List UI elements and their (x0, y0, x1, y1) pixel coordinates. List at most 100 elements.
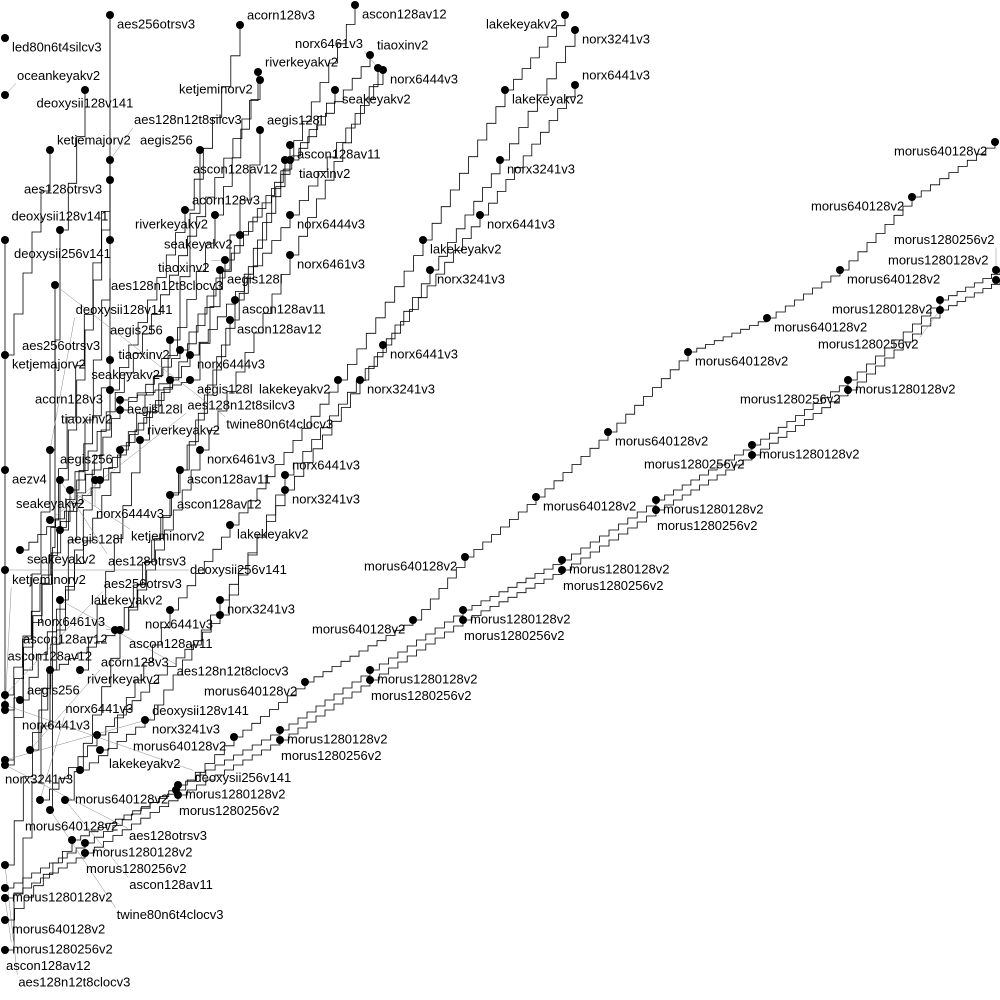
data-label-aegis128l: aegis128l (267, 113, 323, 128)
data-point-ketjemajorv2 (46, 146, 54, 154)
data-label-lakekeyakv2: lakekeyakv2 (237, 527, 309, 542)
data-point-morus640128v2 (763, 314, 771, 322)
data-label-morus1280256v2: morus1280256v2 (740, 392, 840, 407)
data-point-morus1280256v2 (459, 616, 467, 624)
leader-line-deoxysii128v141 (49, 317, 75, 451)
data-point-oceankeyakv2 (1, 91, 9, 99)
data-label-norx6461v3: norx6461v3 (207, 452, 275, 467)
series-line-ketjeminorv2 (5, 80, 261, 711)
series-labels: morus640128v2 morus640128v2 morus640128v2 m… (5, 7, 994, 990)
data-label-deoxysii128v141: deoxysii128v141 (76, 302, 173, 317)
data-point-morus640128v2 (461, 553, 469, 561)
data-label-ascon128av12: ascon128av12 (6, 958, 91, 973)
data-label-aes128n12t8clocv3: aes128n12t8clocv3 (111, 278, 223, 293)
data-label-ascon128av12: ascon128av12 (23, 632, 108, 647)
series-line-seakeyakv2 (20, 90, 336, 551)
data-point-morus640128v2 (230, 733, 238, 741)
data-point-ketjeminorv2 (66, 486, 74, 494)
data-label-morus1280128v2: morus1280128v2 (663, 502, 763, 517)
data-point-norx6441v3 (93, 731, 101, 739)
data-label-morus1280128v2: morus1280128v2 (287, 732, 387, 747)
series-line-norx6444v3 (95, 70, 384, 481)
data-label-norx6444v3: norx6444v3 (390, 72, 458, 87)
data-point-tiaoxinv2 (176, 346, 184, 354)
data-label-morus1280256v2: morus1280256v2 (281, 748, 381, 763)
data-point-morus1280128v2 (459, 606, 467, 614)
data-label-morus1280128v2: morus1280128v2 (855, 382, 955, 397)
data-label-morus640128v2: morus640128v2 (847, 272, 940, 287)
data-point-ascon128av11 (286, 141, 294, 149)
data-point-norx6461v3 (116, 626, 124, 634)
data-label-tiaoxinv2: tiaoxinv2 (299, 166, 350, 181)
data-label-morus640128v2: morus640128v2 (695, 354, 788, 369)
data-point-norx3241v3 (281, 486, 289, 494)
data-label-aes256otrsv3: aes256otrsv3 (104, 576, 182, 591)
data-label-ascon128av11: ascon128av11 (187, 472, 271, 487)
data-label-aes128otrsv3: aes128otrsv3 (24, 182, 102, 197)
series-line-aes256otrsv3 (5, 15, 111, 696)
data-point-deoxysii128v141 (46, 446, 54, 454)
leader-line-aes256otrsv3 (4, 591, 103, 696)
data-label-norx6461v3: norx6461v3 (297, 257, 365, 272)
data-label-norx6441v3: norx6441v3 (292, 458, 360, 473)
data-label-ascon128av12: ascon128av12 (237, 322, 322, 337)
data-label-aezv4: aezv4 (12, 472, 47, 487)
data-label-ascon128av12: ascon128av12 (8, 649, 93, 664)
leader-line-ketjeminorv2 (4, 587, 12, 711)
data-point-lakekeyakv2 (226, 521, 234, 529)
data-label-norx3241v3: norx3241v3 (5, 772, 73, 787)
data-label-ascon128av11: ascon128av11 (129, 877, 213, 892)
data-point-deoxysii256v141 (1, 236, 9, 244)
data-point-norx6444v3 (286, 211, 294, 219)
series-line-lakekeyakv2 (100, 15, 566, 751)
data-label-aegis256: aegis256 (110, 323, 163, 338)
data-label-morus1280128v2: morus1280128v2 (377, 672, 477, 687)
data-label-morus640128v2: morus640128v2 (75, 792, 168, 807)
data-label-ketjemajorv2: ketjemajorv2 (12, 357, 86, 372)
data-label-aes256otrsv3: aes256otrsv3 (117, 17, 195, 32)
data-label-norx6444v3: norx6444v3 (197, 357, 265, 372)
data-point-ascon128av12 (1, 946, 9, 954)
data-point-morus1280128v2 (366, 666, 374, 674)
data-label-led80n6t4silcv3: led80n6t4silcv3 (12, 40, 102, 55)
data-label-seakeyakv2: seakeyakv2 (91, 367, 160, 382)
data-point-tiaoxinv2 (221, 256, 229, 264)
data-label-morus640128v2: morus640128v2 (25, 819, 118, 834)
data-point-morus1280128v2 (81, 839, 89, 847)
data-point-morus1280256v2 (1, 894, 9, 902)
data-label-deoxysii256v141: deoxysii256v141 (190, 562, 287, 577)
data-label-deoxysii256v141: deoxysii256v141 (194, 770, 291, 785)
data-point-lakekeyakv2 (166, 606, 174, 614)
data-label-tiaoxinv2: tiaoxinv2 (61, 412, 112, 427)
data-label-tiaoxinv2: tiaoxinv2 (118, 347, 169, 362)
data-point-morus640128v2 (409, 616, 417, 624)
data-label-twine80n6t4clocv3: twine80n6t4clocv3 (226, 416, 333, 431)
data-label-ascon128av12: ascon128av12 (193, 162, 278, 177)
data-label-norx6441v3: norx6441v3 (487, 217, 555, 232)
data-label-ascon128av11: ascon128av11 (242, 302, 326, 317)
data-point-morus640128v2 (68, 836, 76, 844)
data-point-riverkeyakv2 (211, 211, 219, 219)
data-point-norx3241v3 (216, 596, 224, 604)
data-label-aegis128l: aegis128l (227, 272, 283, 287)
leader-line-ascon128av11 (64, 799, 129, 878)
data-label-morus1280256v2: morus1280256v2 (86, 861, 186, 876)
data-label-deoxysii128v141: deoxysii128v141 (12, 209, 109, 224)
data-point-lakekeyakv2 (96, 746, 104, 754)
data-point-deoxysii256v141 (1, 566, 9, 574)
leader-line-morus1280256v2 (919, 309, 941, 338)
data-point-morus640128v2 (908, 193, 916, 201)
data-point-ketjemajorv2 (1, 351, 9, 359)
data-point-norx6444v3 (186, 351, 194, 359)
series-line-tiaoxinv2 (120, 55, 371, 411)
data-label-aes128otrsv3: aes128otrsv3 (129, 828, 207, 843)
data-label-morus640128v2: morus640128v2 (133, 739, 226, 754)
data-label-acorn128v3: acorn128v3 (247, 8, 315, 23)
data-label-lakekeyakv2: lakekeyakv2 (109, 756, 181, 771)
data-point-morus1280128v2 (992, 266, 1000, 274)
leader-line-aes128n12t8silcv3 (109, 127, 134, 161)
data-label-morus1280128v2: morus1280128v2 (759, 447, 859, 462)
data-point-twine80n6t4clocv3 (51, 281, 59, 289)
data-point-norx3241v3 (426, 266, 434, 274)
